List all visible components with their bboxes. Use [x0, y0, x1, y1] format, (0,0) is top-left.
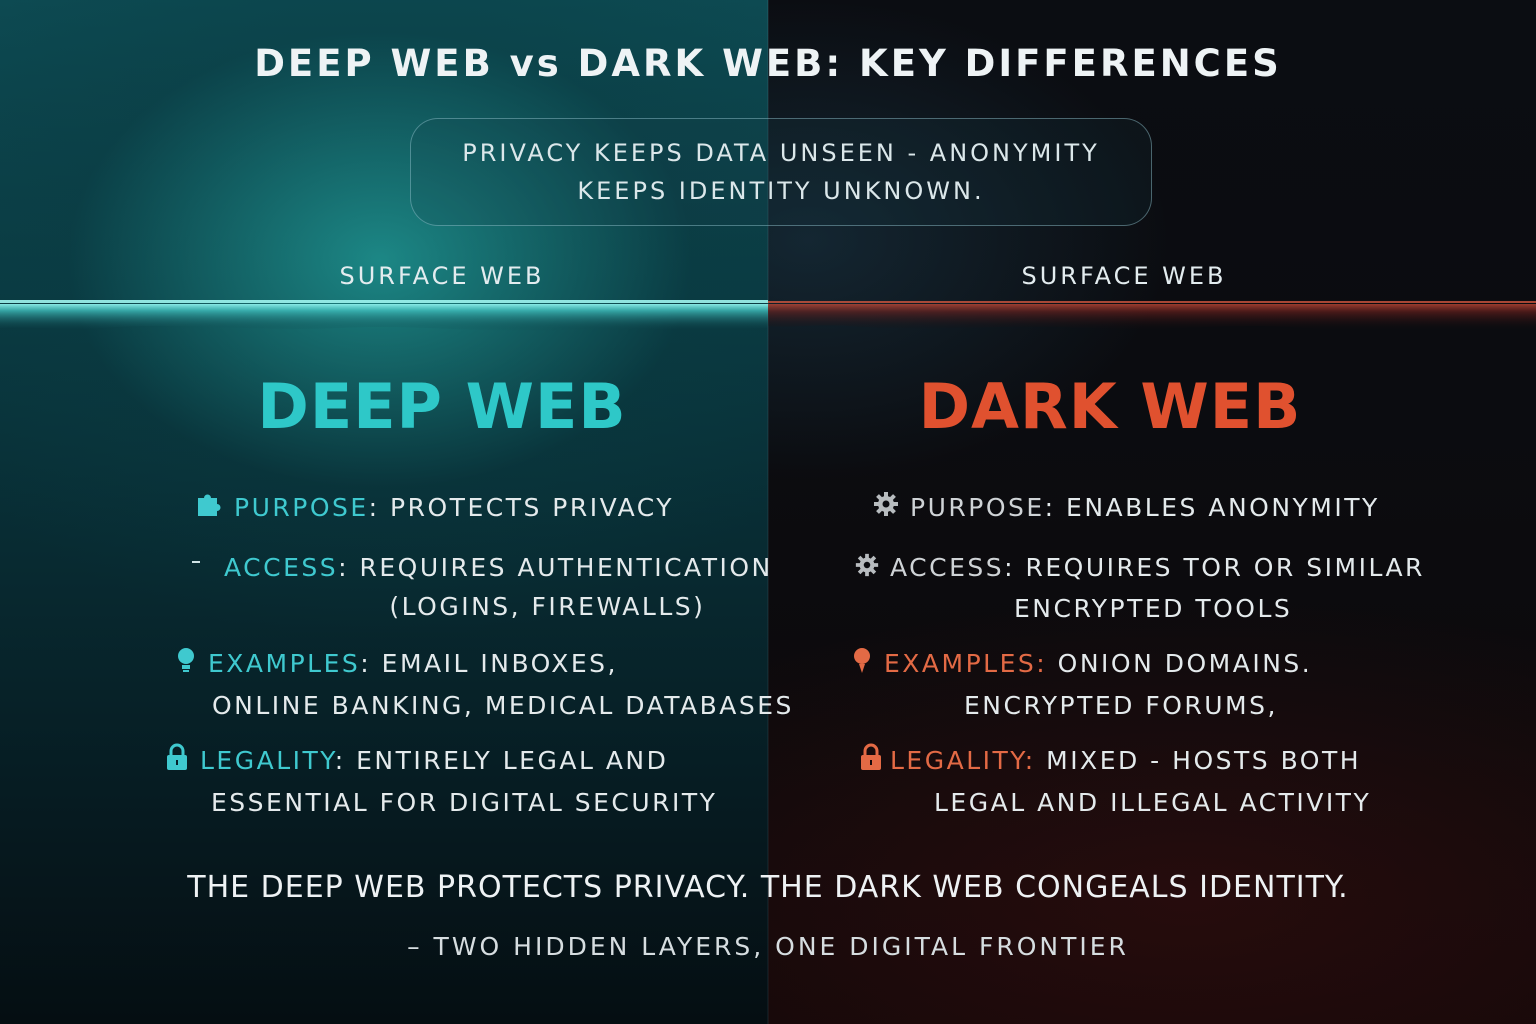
gear-icon — [872, 490, 900, 529]
deep-water-surface — [0, 300, 768, 331]
quote-box: PRIVACY KEEPS DATA UNSEEN - ANONYMITY KE… — [410, 118, 1152, 226]
dark-water-surface — [768, 301, 1536, 331]
deep-purpose-text: PROTECTS PRIVACY — [379, 493, 675, 522]
dark-examples-item: EXAMPLES: ONION DOMAINS. ENCRYPTED FORUM… — [850, 644, 1312, 725]
puzzle-icon — [194, 489, 224, 530]
deep-purpose-keyword: PURPOSE — [234, 493, 369, 522]
deep-purpose-sep: : — [368, 493, 380, 522]
deep-purpose-item: PURPOSE: PROTECTS PRIVACY — [194, 488, 674, 530]
dark-access-item: ACCESS: REQUIRES TOR OR SIMILAR ENCRYPTE… — [854, 548, 1425, 628]
deep-access-line2: (LOGINS, FIREWALLS) — [389, 592, 706, 621]
lock-icon — [858, 742, 884, 783]
lightbulb-icon — [174, 645, 198, 686]
deep-legality-item: LEGALITY: ENTIRELY LEGAL AND ESSENTIAL F… — [164, 741, 717, 822]
deep-legality-keyword: LEGALITY — [200, 746, 335, 775]
deep-web-title: DEEP WEB — [257, 370, 627, 443]
deep-examples-line2: ONLINE BANKING, MEDICAL DATABASES — [212, 690, 794, 720]
dark-examples-text: ONION DOMAINS. — [1047, 649, 1313, 678]
dark-examples-keyword: EXAMPLES — [884, 649, 1037, 678]
dark-examples-line2: ENCRYPTED FORUMS, — [964, 690, 1278, 720]
dark-legality-keyword: LEGALITY — [890, 746, 1025, 775]
deep-surface-label: SURFACE WEB — [339, 262, 545, 290]
deep-examples-item: EXAMPLES: EMAIL INBOXES, ONLINE BANKING,… — [174, 644, 794, 725]
deep-access-item: ACCESS: REQUIRES AUTHENTICATION (LOGINS,… — [190, 548, 773, 626]
dark-purpose-item: PURPOSE: ENABLES ANONYMITY — [872, 488, 1380, 529]
dark-web-title: DARK WEB — [918, 370, 1302, 443]
dark-legality-sep: : — [1024, 746, 1036, 775]
footer-tagline: – TWO HIDDEN LAYERS, ONE DIGITAL FRONTIE… — [407, 932, 1129, 961]
deep-examples-keyword: EXAMPLES — [208, 649, 361, 678]
deep-legality-line2: ESSENTIAL FOR DIGITAL SECURITY — [211, 787, 718, 817]
lock-icon — [164, 742, 190, 783]
dark-access-sep: : — [1004, 553, 1016, 582]
dark-legality-item: LEGALITY: MIXED - HOSTS BOTH LEGAL AND I… — [858, 741, 1371, 822]
dark-access-line2: ENCRYPTED TOOLS — [1014, 593, 1293, 623]
center-divider — [767, 0, 769, 1024]
deep-access-sep: : — [338, 553, 350, 582]
page-title: DEEP WEB vs DARK WEB: KEY DIFFERENCES — [254, 42, 1282, 85]
deep-access-keyword: ACCESS — [224, 553, 339, 582]
quote-line-1: PRIVACY KEEPS DATA UNSEEN - ANONYMITY — [462, 139, 1100, 167]
dark-legality-text: MIXED - HOSTS BOTH — [1035, 746, 1362, 775]
deep-legality-text: ENTIRELY LEGAL AND — [345, 746, 669, 775]
dark-web-background — [768, 0, 1536, 1024]
pin-icon — [850, 645, 874, 686]
dash-mark — [190, 549, 214, 569]
deep-examples-text: EMAIL INBOXES, — [371, 649, 618, 678]
dark-purpose-sep: : — [1044, 493, 1056, 522]
deep-examples-sep: : — [360, 649, 372, 678]
deep-legality-sep: : — [334, 746, 346, 775]
gear-icon — [854, 550, 880, 589]
dark-examples-sep: : — [1036, 649, 1048, 678]
dark-surface-label: SURFACE WEB — [1021, 262, 1227, 290]
dark-access-text: REQUIRES TOR OR SIMILAR — [1015, 553, 1425, 582]
deep-web-background — [0, 0, 768, 1024]
dark-purpose-keyword: PURPOSE — [910, 493, 1045, 522]
quote-line-2: KEEPS IDENTITY UNKNOWN. — [577, 177, 985, 205]
deep-access-text: REQUIRES AUTHENTICATION — [349, 553, 773, 582]
dark-access-keyword: ACCESS — [890, 553, 1005, 582]
dark-purpose-text: ENABLES ANONYMITY — [1055, 493, 1380, 522]
footer-statement: THE DEEP WEB PROTECTS PRIVACY. THE DARK … — [187, 870, 1349, 905]
dark-legality-line2: LEGAL AND ILLEGAL ACTIVITY — [934, 787, 1372, 817]
